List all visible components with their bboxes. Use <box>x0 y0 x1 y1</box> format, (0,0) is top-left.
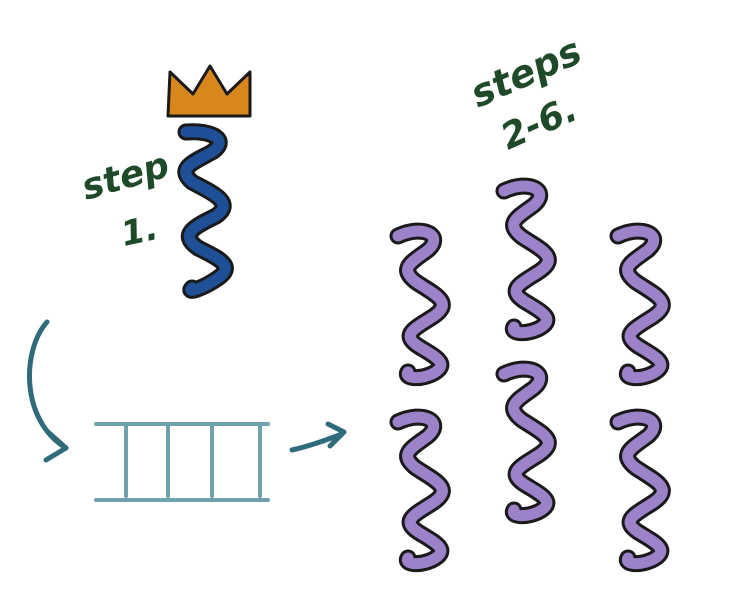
copy-coil-fill <box>498 363 554 522</box>
copy-coil-fill <box>612 411 668 570</box>
copy-coil <box>609 408 671 573</box>
step1-coil <box>177 123 234 299</box>
curved-arrow <box>27 319 69 463</box>
step1-word: step <box>77 145 174 209</box>
step1-label: step <box>77 145 174 209</box>
right-arrow <box>289 421 347 453</box>
copy-coil <box>389 222 451 387</box>
ladder-icon <box>94 422 270 502</box>
copy-coil-fill <box>392 225 448 384</box>
copy-coil-fill <box>498 180 554 339</box>
copy-coil <box>495 177 557 342</box>
copy-coil <box>495 360 557 525</box>
step1-number: 1. <box>118 208 162 255</box>
copy-coils <box>389 177 671 573</box>
copy-coil-fill <box>612 225 668 384</box>
copy-coil-fill <box>392 411 448 570</box>
copy-coil <box>389 408 451 573</box>
copy-coil <box>609 222 671 387</box>
step1-number-label: 1. <box>118 208 162 255</box>
crown-icon <box>166 64 252 118</box>
